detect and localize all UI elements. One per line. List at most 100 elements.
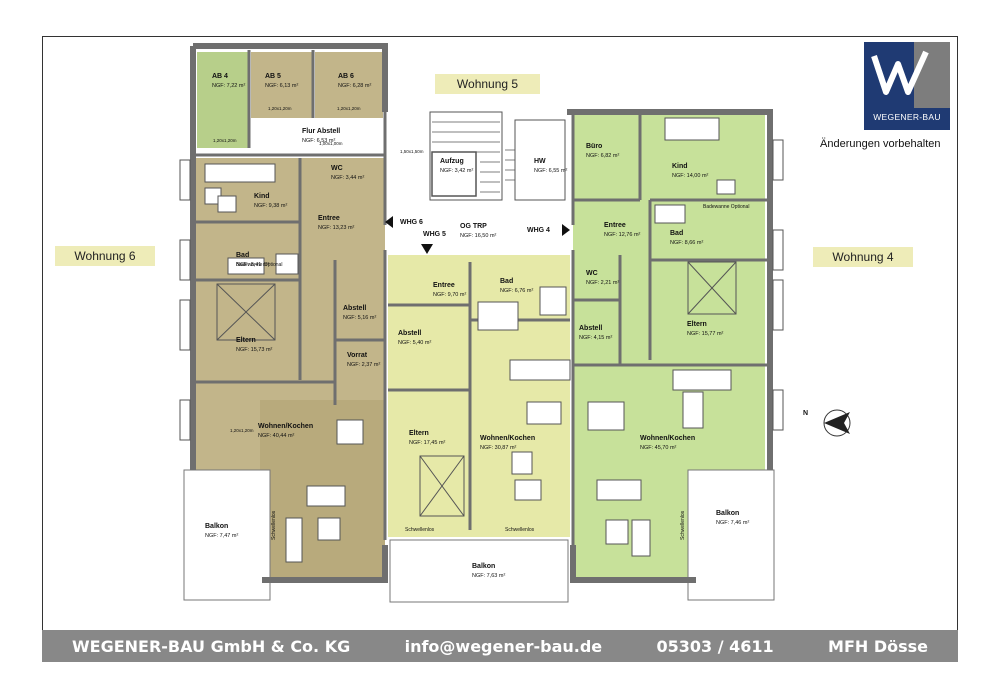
room-name-hw: HW: [534, 158, 546, 165]
room-area-w4-balkon: NGF: 7,46 m²: [716, 520, 749, 526]
whg4-arrow: [562, 224, 570, 236]
room-area-w4-abstell: NGF: 4,15 m²: [579, 335, 612, 341]
room-area-og-trp: NGF: 16,50 m²: [460, 233, 497, 239]
room-labels: AB 4 NGF: 7,22 m² AB 5 NGF: 6,13 m² AB 6 NGF:…: [205, 73, 808, 579]
room-name-w6-balkon: Balkon: [205, 523, 228, 530]
disclaimer-text: Änderungen vorbehalten: [820, 138, 941, 150]
room-area-w5-entree: NGF: 9,70 m²: [433, 292, 466, 298]
marker-whg4: WHG 4: [527, 227, 550, 234]
room-area-w6-vorrat: NGF: 2,37 m²: [347, 362, 380, 368]
logo-mark-icon: [871, 42, 950, 108]
room-name-w5-wohnen: Wohnen/Kochen: [480, 435, 535, 442]
marker-win-small: 1,20x1,20m: [268, 106, 292, 111]
ab4-room: [197, 52, 249, 148]
marker-badewanne: Badewanne Optional: [236, 262, 282, 268]
room-name-w6-eltern: Eltern: [236, 337, 256, 344]
whg6-arrow: [385, 216, 393, 228]
w6-schwellenlos: Schwellenlos: [271, 510, 277, 540]
windows: [179, 139, 784, 441]
marker-win-stair: 1,50x1,50m: [400, 149, 424, 154]
room-name-flur: Flur Abstell: [302, 128, 340, 135]
elevator-shaft: [431, 151, 477, 197]
marker-win-small: 1,20x1,20m: [230, 428, 254, 433]
footer-email[interactable]: info@wegener-bau.de: [404, 636, 603, 656]
tag-wohnung-5: Wohnung 5: [435, 74, 540, 94]
hw-room: [514, 119, 566, 201]
w4-balcony-floor: [687, 469, 775, 601]
marker-win-door: 1,00x1,00m: [319, 141, 343, 146]
marker-whg6: WHG 6: [400, 219, 423, 226]
room-name-w5-eltern: Eltern: [409, 430, 429, 437]
ab5-room: [251, 52, 313, 118]
tag-wohnung-6: Wohnung 6: [55, 246, 155, 266]
room-name-w5-bad: Bad: [500, 278, 513, 285]
room-area-hw: NGF: 6,55 m²: [534, 168, 567, 174]
room-name-w4-kind: Kind: [672, 163, 688, 170]
room-area-w5-eltern: NGF: 17,45 m²: [409, 440, 446, 446]
room-name-w4-entree: Entree: [604, 222, 626, 229]
room-area-w5-abstell: NGF: 5,40 m²: [398, 340, 431, 346]
marker-compass-n: N: [803, 410, 808, 417]
logo-text: WEGENER-BAU: [873, 112, 941, 122]
room-area-w6-abstell: NGF: 5,16 m²: [343, 315, 376, 321]
room-name-w4-abstell: Abstell: [579, 325, 602, 332]
footer-phone[interactable]: 05303 / 4611: [656, 636, 774, 656]
room-area-w6-wc: NGF: 3,44 m²: [331, 175, 364, 181]
room-area-ab4: NGF: 7,22 m²: [212, 83, 245, 89]
footer-company: WEGENER-BAU GmbH & Co. KG: [72, 636, 351, 656]
room-name-w6-abstell: Abstell: [343, 305, 366, 312]
wegener-bau-logo: WEGENER-BAU: [864, 42, 950, 130]
room-name-w4-balkon: Balkon: [716, 510, 739, 517]
room-area-w4-wohnen: NGF: 45,70 m²: [640, 445, 677, 451]
room-name-aufzug: Aufzug: [440, 158, 464, 165]
w4-schwellenlos: Schwellenlos: [680, 510, 686, 540]
interior-walls: [193, 50, 770, 545]
ab6-room: [315, 52, 383, 118]
room-name-w6-bad: Bad: [236, 252, 249, 259]
room-name-ab5: AB 5: [265, 73, 281, 80]
room-name-w4-bad: Bad: [670, 230, 683, 237]
footer-bar: WEGENER-BAU GmbH & Co. KG info@wegener-b…: [42, 630, 958, 662]
room-area-w6-entree: NGF: 13,23 m²: [318, 225, 355, 231]
room-area-w4-wc: NGF: 2,21 m²: [586, 280, 619, 286]
room-area-w4-kind: NGF: 14,00 m²: [672, 173, 709, 179]
room-area-w4-bad: NGF: 8,66 m²: [670, 240, 703, 246]
room-area-w5-wohnen: NGF: 30,87 m²: [480, 445, 517, 451]
room-area-w6-kind: NGF: 9,38 m²: [254, 203, 287, 209]
tag-wohnung-4: Wohnung 4: [813, 247, 913, 267]
room-area-ab5: NGF: 6,13 m²: [265, 83, 298, 89]
room-area-flur: NGF: 6,53 m²: [302, 138, 335, 144]
room-area-w6-bad: NGF: 8,41 m²: [236, 262, 269, 268]
marker-schwellenlos: Schwellenlos: [505, 527, 535, 533]
room-name-w6-wohnen: Wohnen/Kochen: [258, 423, 313, 430]
room-area-w6-balkon: NGF: 7,47 m²: [205, 533, 238, 539]
room-area-aufzug: NGF: 3,42 m²: [440, 168, 473, 174]
room-name-ab6: AB 6: [338, 73, 354, 80]
room-area-ab6: NGF: 6,28 m²: [338, 83, 371, 89]
room-name-w4-wc: WC: [586, 270, 598, 277]
marker-whg5: WHG 5: [423, 231, 446, 238]
whg5-arrow: [421, 244, 433, 254]
room-name-w5-abstell: Abstell: [398, 330, 421, 337]
marker-win-small: 1,20x1,20m: [213, 138, 237, 143]
room-name-ab4: AB 4: [212, 73, 228, 80]
exterior-walls: [190, 43, 773, 583]
room-name-w4-wohnen: Wohnen/Kochen: [640, 435, 695, 442]
room-name-og-trp: OG TRP: [460, 223, 487, 230]
room-area-w6-eltern: NGF: 15,73 m²: [236, 347, 273, 353]
footer-project: MFH Dösse: [828, 636, 928, 656]
room-area-w6-wohnen: NGF: 40,44 m²: [258, 433, 295, 439]
room-name-w5-entree: Entree: [433, 282, 455, 289]
w5-balcony-floor: [389, 539, 569, 603]
room-name-w6-vorrat: Vorrat: [347, 352, 368, 359]
room-area-w4-eltern: NGF: 15,77 m²: [687, 331, 724, 337]
room-area-w5-bad: NGF: 6,76 m²: [500, 288, 533, 294]
room-area-w5-balkon: NGF: 7,63 m²: [472, 573, 505, 579]
room-name-w4-eltern: Eltern: [687, 321, 707, 328]
room-name-w6-wc: WC: [331, 165, 343, 172]
room-name-w6-kind: Kind: [254, 193, 270, 200]
room-name-w4-buero: Büro: [586, 143, 602, 150]
furniture: [204, 117, 737, 563]
room-area-w4-buero: NGF: 6,82 m²: [586, 153, 619, 159]
